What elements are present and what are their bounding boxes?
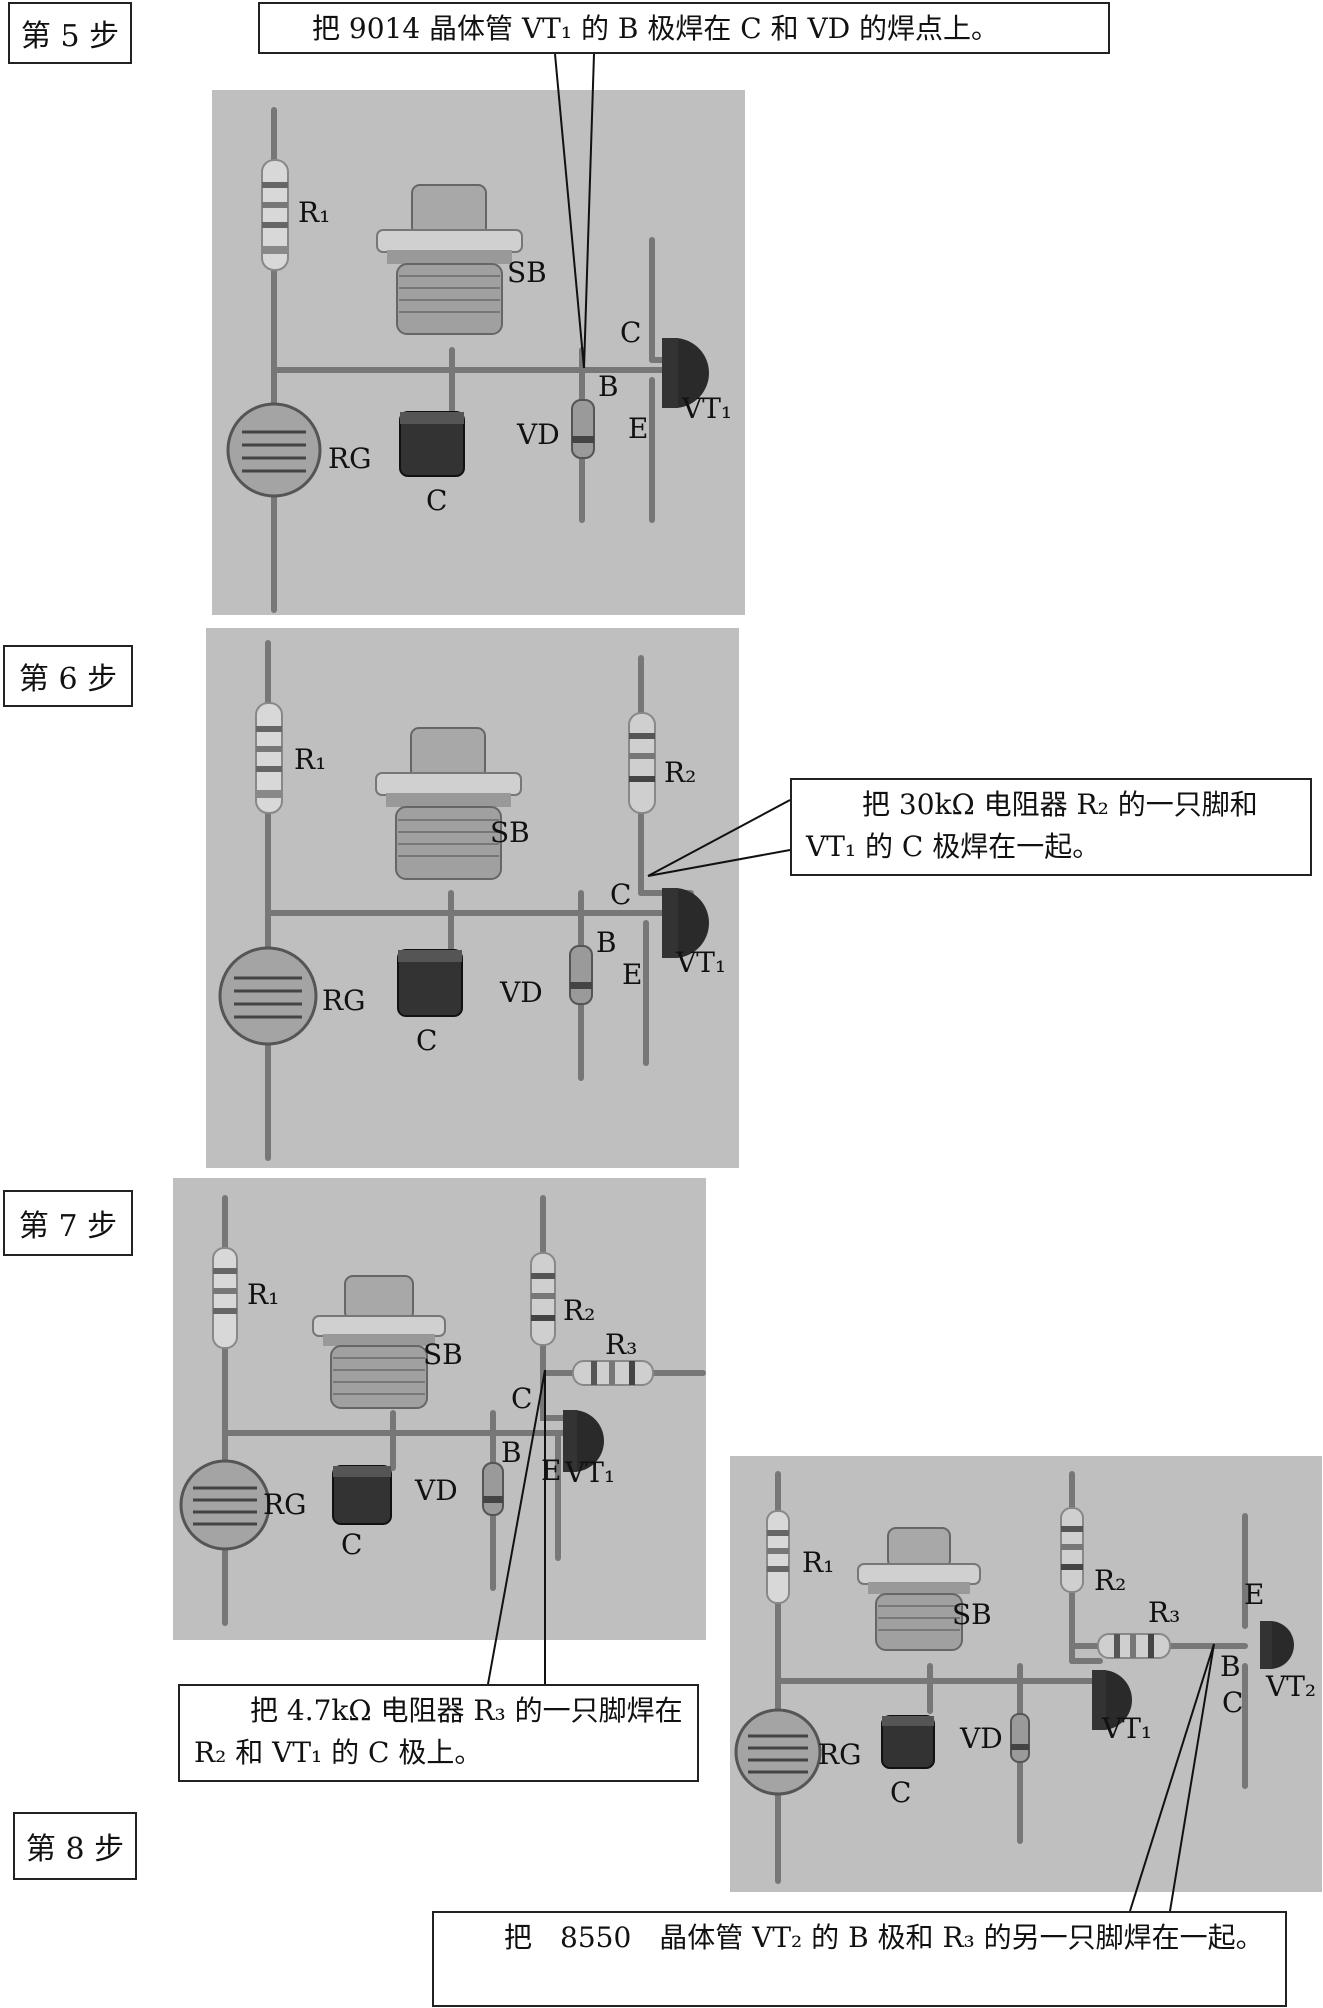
- label-c-lead: C: [511, 1382, 533, 1415]
- label-vd: VD: [415, 1474, 458, 1507]
- resistor-r2: [628, 712, 656, 814]
- resistor-r2: [530, 1252, 556, 1346]
- label-e: E: [628, 412, 649, 445]
- label-sb: SB: [423, 1338, 463, 1371]
- diode-vd: [1010, 1713, 1030, 1763]
- circuit-drawing-step-5: [226, 107, 709, 613]
- label-c-lead: C: [1222, 1686, 1244, 1719]
- label-c: C: [426, 484, 448, 517]
- capacitor-c: [397, 949, 463, 1017]
- capacitor-c: [881, 1715, 935, 1769]
- label-r2: R₂: [664, 756, 697, 789]
- note-step-5: 把 9014 晶体管 VT₁ 的 B 极焊在 C 和 VD 的焊点上。: [258, 2, 1110, 54]
- label-b: B: [596, 926, 617, 959]
- circuit-drawing-step-6: [218, 640, 709, 1161]
- photo-step-7: R₁ R₂ R₃ SB C B E VT₁ VD RG C: [173, 1178, 706, 1640]
- capacitor-c: [399, 411, 465, 477]
- label-c-lead: C: [620, 316, 642, 349]
- label-rg: RG: [322, 984, 366, 1017]
- transistor-vt2: [1260, 1621, 1294, 1669]
- label-c: C: [416, 1024, 438, 1057]
- label-r3: R₃: [605, 1328, 638, 1361]
- photo-step-8: R₁ R₂ R₃ E SB B C VT₂ VT₁ VD RG C: [730, 1456, 1322, 1892]
- label-r2: R₂: [563, 1294, 596, 1327]
- capacitor-c: [332, 1465, 392, 1525]
- label-vt2: VT₂: [1266, 1670, 1317, 1703]
- diode-vd: [482, 1462, 504, 1516]
- label-e: E: [622, 958, 643, 991]
- transistor-vt1: [1092, 1670, 1132, 1730]
- photoresistor-rg: [218, 946, 318, 1046]
- label-sb: SB: [952, 1598, 992, 1631]
- resistor-r1: [212, 1247, 238, 1349]
- diode-vd: [569, 945, 593, 1005]
- photo-step-6: R₁ R₂ SB C B E VT₁ VD RG C: [206, 628, 739, 1168]
- label-rg: RG: [328, 442, 372, 475]
- label-sb: SB: [490, 816, 530, 849]
- label-b: B: [501, 1436, 522, 1469]
- label-c: C: [890, 1776, 912, 1809]
- label-vt1: VT₁: [1102, 1712, 1153, 1745]
- photoresistor-rg: [734, 1708, 822, 1796]
- photo-step-5: R₁ SB C B E VT₁ VD RG C: [212, 90, 745, 615]
- resistor-r3: [1097, 1633, 1171, 1659]
- note-step-8: 把 8550 晶体管 VT₂ 的 B 极和 R₃ 的另一只脚焊在一起。: [432, 1911, 1287, 2007]
- label-vd: VD: [500, 976, 543, 1009]
- note-step-7: 把 4.7kΩ 电阻器 R₃ 的一只脚焊在 R₂ 和 VT₁ 的 C 极上。: [178, 1684, 699, 1782]
- switch-sb: [312, 1275, 446, 1409]
- label-sb: SB: [507, 256, 547, 289]
- note-step-6: 把 30kΩ 电阻器 R₂ 的一只脚和 VT₁ 的 C 极焊在一起。: [790, 778, 1312, 876]
- transistor-vt1: [662, 338, 709, 408]
- label-c-lead: C: [610, 878, 632, 911]
- label-b: B: [598, 370, 619, 403]
- resistor-r1: [255, 702, 283, 814]
- resistor-r1: [261, 159, 289, 271]
- label-r1: R₁: [294, 743, 327, 776]
- photoresistor-rg: [226, 402, 322, 498]
- label-rg: RG: [263, 1488, 307, 1521]
- label-b: B: [1220, 1650, 1241, 1683]
- label-r1: R₁: [247, 1278, 280, 1311]
- label-r1: R₁: [298, 196, 331, 229]
- label-r3: R₃: [1148, 1596, 1181, 1629]
- diode-vd: [571, 399, 595, 459]
- resistor-r2: [1060, 1507, 1084, 1593]
- switch-sb: [375, 727, 522, 880]
- resistor-r1: [766, 1510, 790, 1604]
- step-8-label: 第 8 步: [13, 1812, 137, 1880]
- circuit-drawing-step-7: [179, 1195, 706, 1626]
- step-7-label: 第 7 步: [3, 1190, 133, 1256]
- label-vd: VD: [517, 418, 560, 451]
- label-vt1: VT₁: [676, 946, 727, 979]
- label-rg: RG: [818, 1738, 862, 1771]
- label-r2: R₂: [1094, 1564, 1127, 1597]
- label-vt1: VT₁: [565, 1456, 616, 1489]
- transistor-vt1: [662, 888, 709, 958]
- transistor-vt1: [563, 1410, 604, 1472]
- label-vd: VD: [960, 1722, 1003, 1755]
- label-r1: R₁: [802, 1546, 835, 1579]
- resistor-r3: [572, 1360, 654, 1386]
- step-6-label: 第 6 步: [3, 645, 133, 707]
- label-e: E: [541, 1454, 562, 1487]
- label-c: C: [341, 1528, 363, 1561]
- label-e: E: [1244, 1578, 1265, 1611]
- switch-sb: [857, 1527, 981, 1651]
- switch-sb: [376, 184, 523, 335]
- label-vt1: VT₁: [682, 392, 733, 425]
- step-5-label: 第 5 步: [8, 2, 132, 64]
- photoresistor-rg: [179, 1459, 271, 1551]
